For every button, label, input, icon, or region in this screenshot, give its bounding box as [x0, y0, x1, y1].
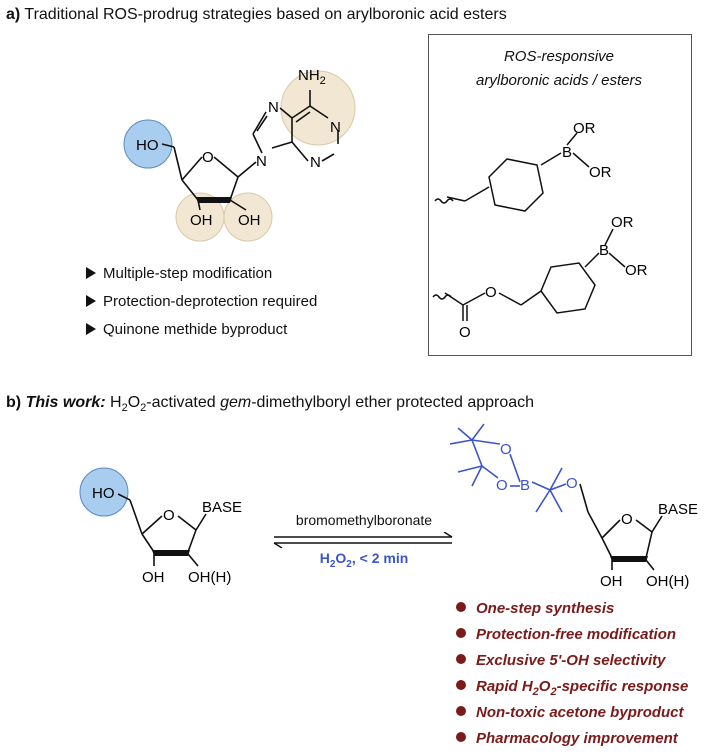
svg-text:N: N — [310, 154, 321, 171]
svg-text:O: O — [163, 507, 175, 524]
bullet-dot-icon — [456, 602, 466, 612]
feature-item: Non-toxic acetone byproduct — [456, 704, 688, 730]
bullet-dot-icon — [456, 732, 466, 742]
svg-text:OH(H): OH(H) — [646, 573, 689, 590]
arrow-top-label: bromomethylboronate — [295, 512, 433, 528]
svg-text:N: N — [330, 119, 341, 136]
panel-a-bullets: Multiple-step modification Protection-de… — [86, 265, 317, 349]
feature-item: Pharmacology improvement — [456, 730, 688, 756]
svg-text:OR: OR — [573, 120, 596, 137]
svg-text:O: O — [566, 475, 578, 492]
panel-b-heading: b) This work: H2O2-activated gem-dimethy… — [6, 394, 535, 415]
label-nh2: NH2 — [298, 67, 326, 87]
svg-text:O: O — [485, 284, 497, 301]
bullet-dot-icon — [456, 628, 466, 638]
nucleoside-structure: HO O BASE OH OH(H) — [79, 467, 242, 586]
svg-text:OR: OR — [625, 262, 648, 279]
panel-a-heading: a) Traditional ROS-prodrug strategies ba… — [6, 6, 507, 23]
feature-item: Rapid H2O2-specific response — [456, 678, 688, 704]
svg-text:OR: OR — [611, 214, 634, 231]
feature-item: Exclusive 5'-OH selectivity — [456, 652, 688, 678]
svg-text:OR: OR — [589, 164, 612, 181]
panel-b-letter: b — [6, 394, 16, 411]
ho-highlight — [123, 119, 173, 169]
triangle-bullet-icon — [86, 267, 96, 279]
triangle-bullet-icon — [86, 323, 96, 335]
svg-text:O: O — [500, 441, 512, 458]
feature-item: Protection-free modification — [456, 626, 688, 652]
protected-nucleoside-structure: O O B O O BASE OH OH(H) — [450, 423, 698, 590]
svg-text:BASE: BASE — [202, 499, 242, 516]
ho-highlight — [79, 467, 129, 517]
bullet-item: Multiple-step modification — [86, 265, 317, 293]
bullet-dot-icon — [456, 654, 466, 664]
adenosine-structure: HO O OH OH N N N N NH2 — [123, 67, 356, 242]
svg-text:B: B — [520, 477, 530, 494]
svg-text:B: B — [562, 144, 572, 161]
svg-text:O: O — [621, 511, 633, 528]
ros-box-title: ROS-responsive arylboronic acids / ester… — [476, 48, 642, 89]
arylboronic-ester-structure-2: O O B OR OR — [432, 214, 648, 341]
ros-responsive-box: ROS-responsive arylboronic acids / ester… — [428, 34, 692, 356]
equilibrium-arrows — [273, 532, 453, 548]
svg-text:OH: OH — [190, 212, 213, 229]
svg-text:N: N — [256, 153, 267, 170]
panel-a-letter: a — [6, 6, 15, 23]
svg-text:O: O — [459, 324, 471, 341]
panel-a-title: Traditional ROS-prodrug strategies based… — [24, 6, 507, 23]
arrow-bottom-label: H2O2, < 2 min — [319, 550, 409, 570]
bullet-dot-icon — [456, 706, 466, 716]
svg-text:N: N — [268, 99, 279, 116]
bullet-item: Protection-deprotection required — [86, 293, 317, 321]
svg-text:O: O — [202, 149, 214, 166]
arylboronic-ester-structure-1: B OR OR — [434, 120, 612, 212]
svg-text:OH: OH — [600, 573, 623, 590]
svg-text:HO: HO — [92, 485, 115, 502]
bullet-item: Quinone methide byproduct — [86, 321, 317, 349]
triangle-bullet-icon — [86, 295, 96, 307]
oh-highlight-2 — [223, 192, 273, 242]
svg-text:OH: OH — [238, 212, 261, 229]
svg-text:OH: OH — [142, 569, 165, 586]
svg-text:O: O — [496, 477, 508, 494]
label-ho: HO — [136, 137, 159, 154]
svg-text:B: B — [599, 242, 609, 259]
svg-text:BASE: BASE — [658, 501, 698, 518]
panel-b-features: One-step synthesis Protection-free modif… — [456, 600, 688, 756]
feature-item: One-step synthesis — [456, 600, 688, 626]
bullet-dot-icon — [456, 680, 466, 690]
svg-text:OH(H): OH(H) — [188, 569, 231, 586]
